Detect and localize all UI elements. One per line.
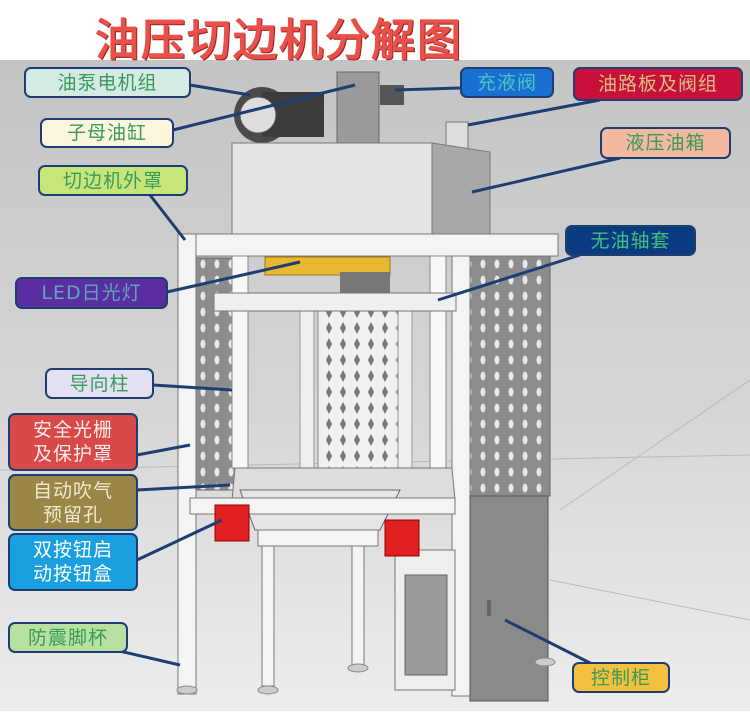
label-oil-tank: 液压油箱 xyxy=(600,127,731,159)
label-light-curtain: 安全光栅及保护罩 xyxy=(8,413,138,471)
label-fill-valve: 充液阀 xyxy=(460,67,554,98)
label-cover: 切边机外罩 xyxy=(38,165,188,196)
button-box-right xyxy=(384,519,420,557)
fill-valve xyxy=(380,85,404,105)
button-box-left xyxy=(214,504,250,542)
anti-vibration-feet xyxy=(176,657,556,695)
guide-column xyxy=(231,255,249,469)
label-control-cabinet: 控制柜 xyxy=(572,662,670,693)
label-feet: 防震脚杯 xyxy=(8,622,128,653)
label-led-light: LED日光灯 xyxy=(15,277,168,309)
side-panel xyxy=(469,247,551,497)
moving-plate xyxy=(213,292,457,312)
master-cylinder xyxy=(336,71,380,147)
label-button-box: 双按钮启动按钮盒 xyxy=(8,533,138,591)
label-cylinder: 子母油缸 xyxy=(40,118,174,148)
label-air-hole: 自动吹气预留孔 xyxy=(8,474,138,531)
oil-tank xyxy=(231,142,433,239)
label-guide-column: 导向柱 xyxy=(45,368,154,399)
top-beam xyxy=(177,233,559,257)
label-bushing: 无油轴套 xyxy=(565,225,696,256)
label-valve-block: 油路板及阀组 xyxy=(573,67,743,101)
label-pump-motor: 油泵电机组 xyxy=(24,67,191,98)
control-cabinet xyxy=(469,495,549,702)
leader-lines xyxy=(114,83,621,670)
diagram-title: 油压切边机分解图 xyxy=(95,15,463,66)
